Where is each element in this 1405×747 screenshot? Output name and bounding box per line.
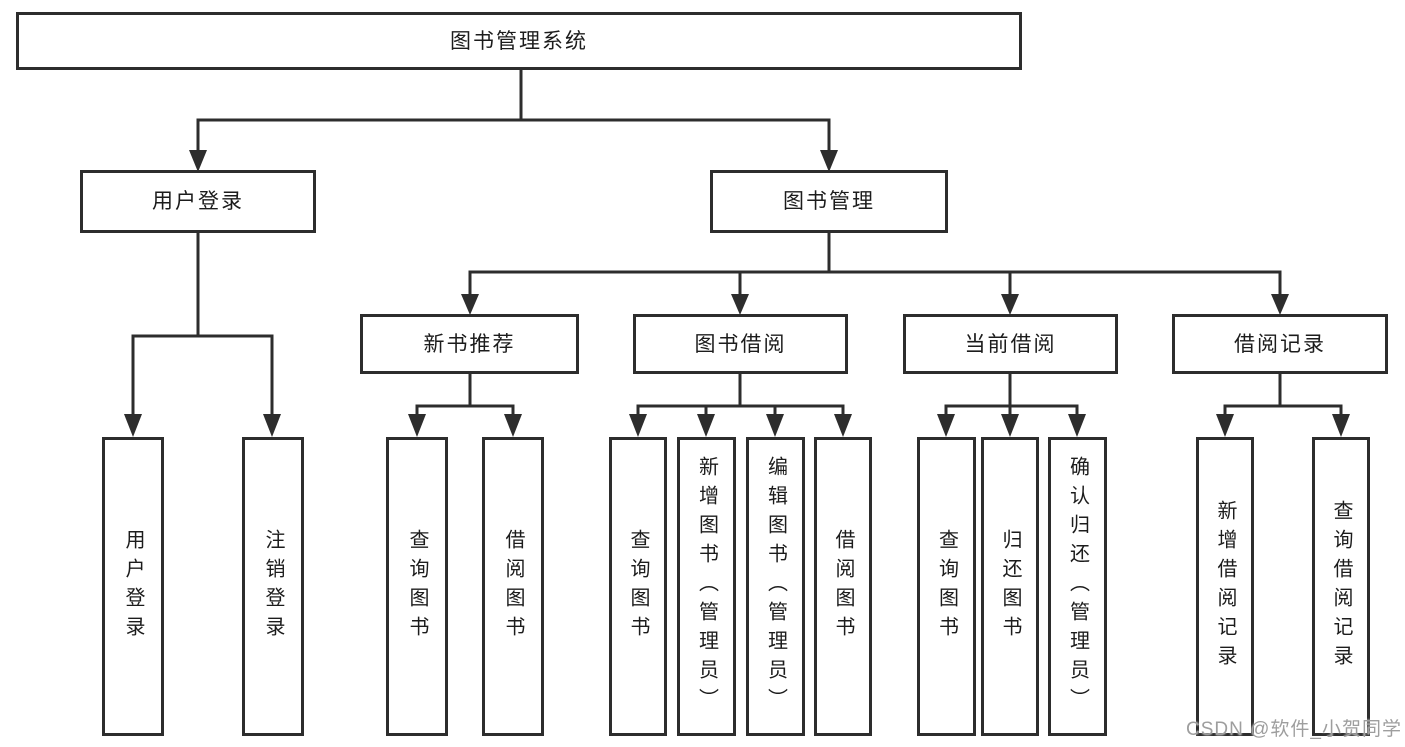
leaf-confirm-return-admin: 确认归还（管理员） xyxy=(1048,437,1107,736)
arrowhead-current-leaf-3 xyxy=(1068,414,1086,437)
leaf-borrow-books: 借阅图书 xyxy=(814,437,872,736)
node-borrowing-records: 借阅记录 xyxy=(1172,314,1388,374)
arrowhead-to-leaf-user-login xyxy=(124,414,142,437)
leaf-add-borrow-record: 新增借阅记录 xyxy=(1196,437,1254,736)
leaf-query-books-recommend: 查询图书 xyxy=(386,437,448,736)
arrowhead-borrowing-leaf-1 xyxy=(629,414,647,437)
arrowhead-to-current-borrowing xyxy=(1001,294,1019,315)
node-user-login: 用户登录 xyxy=(80,170,316,233)
node-root: 图书管理系统 xyxy=(16,12,1022,70)
arrowhead-to-leaf-logout xyxy=(263,414,281,437)
leaf-user-login: 用户登录 xyxy=(102,437,164,736)
arrowhead-borrowing-leaf-2 xyxy=(697,414,715,437)
arrowhead-to-new-book-recommendation xyxy=(461,294,479,315)
leaf-query-books-current: 查询图书 xyxy=(917,437,976,736)
arrowhead-borrowing-leaf-4 xyxy=(834,414,852,437)
arrowhead-new-book-leaf-1 xyxy=(408,414,426,437)
arrowhead-to-borrowing-records xyxy=(1271,294,1289,315)
leaf-edit-books-admin: 编辑图书（管理员） xyxy=(746,437,805,736)
arrowhead-current-leaf-2 xyxy=(1001,414,1019,437)
node-book-borrowing: 图书借阅 xyxy=(633,314,848,374)
connector-book-management-split xyxy=(468,270,1282,298)
node-new-book-recommendation: 新书推荐 xyxy=(360,314,579,374)
leaf-query-borrow-record: 查询借阅记录 xyxy=(1312,437,1370,736)
connector-new-book-split xyxy=(415,404,515,417)
arrowhead-to-book-borrowing xyxy=(731,294,749,315)
arrowhead-to-book-management xyxy=(820,150,838,172)
arrowhead-current-leaf-1 xyxy=(937,414,955,437)
leaf-borrow-books-recommend: 借阅图书 xyxy=(482,437,544,736)
connector-book-borrowing-split xyxy=(636,404,845,417)
arrowhead-records-leaf-1 xyxy=(1216,414,1234,437)
csdn-watermark: CSDN @软件_小贺同学 xyxy=(1186,719,1402,740)
arrowhead-records-leaf-2 xyxy=(1332,414,1350,437)
leaf-query-books-borrowing: 查询图书 xyxy=(609,437,667,736)
connector-records-split xyxy=(1223,404,1343,417)
leaf-logout: 注销登录 xyxy=(242,437,304,736)
leaf-return-books: 归还图书 xyxy=(981,437,1039,736)
node-current-borrowing: 当前借阅 xyxy=(903,314,1118,374)
connector-root-split xyxy=(196,118,831,155)
node-book-management: 图书管理 xyxy=(710,170,948,233)
connector-user-login-split xyxy=(131,334,274,418)
arrowhead-new-book-leaf-2 xyxy=(504,414,522,437)
arrowhead-borrowing-leaf-3 xyxy=(766,414,784,437)
leaf-add-books-admin: 新增图书（管理员） xyxy=(677,437,736,736)
arrowhead-to-user-login xyxy=(189,150,207,172)
